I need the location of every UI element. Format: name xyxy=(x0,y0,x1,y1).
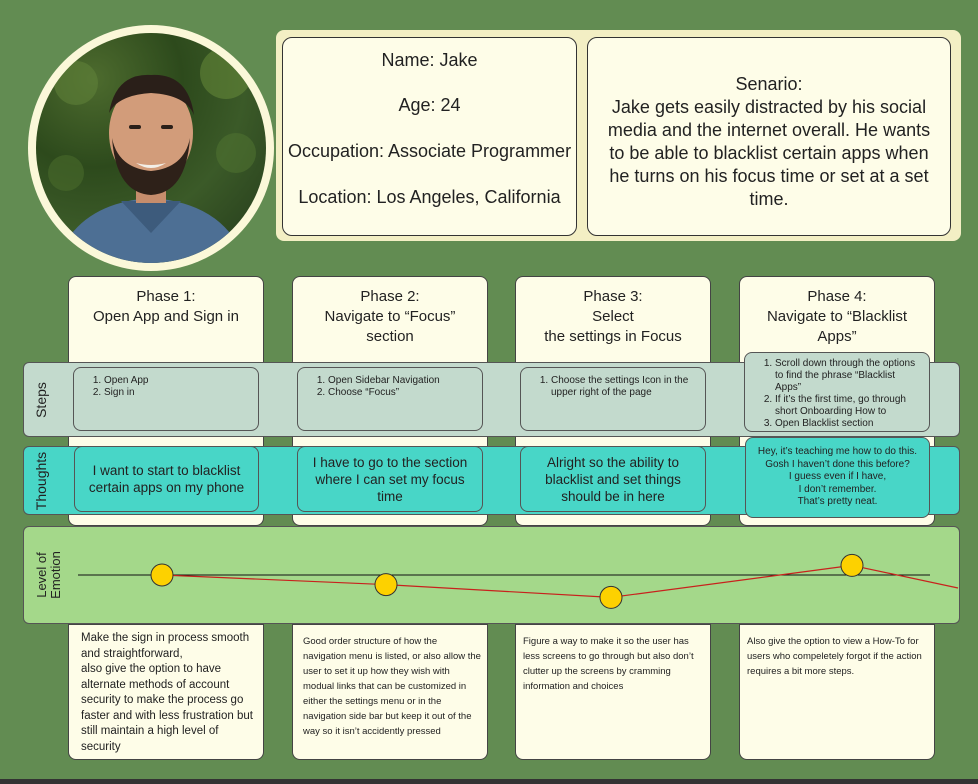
phase-2-thought: I have to go to the section where I can … xyxy=(297,446,483,512)
phase-2-steps: Open Sidebar Navigation Choose “Focus” xyxy=(297,367,483,431)
emotion-row: Level of Emotion xyxy=(23,526,960,624)
phase-3-note-text: Figure a way to make it so the user has … xyxy=(523,636,694,692)
phase-2-note-text: Good order structure of how the navigati… xyxy=(303,636,481,737)
phase-4-title: Phase 4: Navigate to “Blacklist Apps” xyxy=(766,288,908,345)
step-item: Open App xyxy=(104,375,250,387)
phase-4-steps: Scroll down through the options to find … xyxy=(744,352,930,432)
phase-4-thought: Hey, it’s teaching me how to do this. Go… xyxy=(745,437,930,518)
step-item: If it’s the first time, go through short… xyxy=(775,394,921,418)
phase-3-note: Figure a way to make it so the user has … xyxy=(515,624,711,760)
persona-photo-image xyxy=(36,33,266,263)
persona-location: Location: Los Angeles, California xyxy=(298,187,561,207)
step-item: Choose the settings Icon in the upper ri… xyxy=(551,375,697,399)
steps-row-label: Steps xyxy=(33,381,49,418)
scenario-title: Senario: xyxy=(735,74,803,94)
phase-2-title: Phase 2: Navigate to “Focus” section xyxy=(324,288,456,345)
persona-age: Age: 24 xyxy=(398,95,461,115)
phase-1-steps: Open App Sign in xyxy=(73,367,259,431)
persona-name: Name: Jake xyxy=(381,50,478,70)
scenario-text: Jake gets easily distracted by his socia… xyxy=(607,97,931,209)
step-item: Choose “Focus” xyxy=(328,387,474,399)
phase-1-thought-text: I want to start to blacklist certain app… xyxy=(88,463,245,495)
phase-3-title: Phase 3: Select the settings in Focus xyxy=(544,288,682,345)
phase-1-note-text: Make the sign in process smooth and stra… xyxy=(81,632,253,753)
thoughts-row-label: Thoughts xyxy=(33,451,49,510)
phase-4-note-text: Also give the option to view a How-To fo… xyxy=(747,636,922,677)
persona-occupation: Occupation: Associate Programmer xyxy=(287,141,572,161)
phase-2-thought-text: I have to go to the section where I can … xyxy=(312,454,468,504)
phase-2-note: Good order structure of how the navigati… xyxy=(292,624,488,760)
persona-profile-card: Name: Jake Age: 24 Occupation: Associate… xyxy=(282,37,577,236)
phase-4-note: Also give the option to view a How-To fo… xyxy=(739,624,935,760)
phase-3-thought-text: Alright so the ability to blacklist and … xyxy=(545,454,681,504)
phase-1-thought: I want to start to blacklist certain app… xyxy=(74,446,259,512)
thoughts-row-label-wrap: Thoughts xyxy=(24,447,58,514)
phase-3-thought: Alright so the ability to blacklist and … xyxy=(520,446,706,512)
phase-3-steps: Choose the settings Icon in the upper ri… xyxy=(520,367,706,431)
step-item: Scroll down through the options to find … xyxy=(775,358,921,394)
phase-1-note: Make the sign in process smooth and stra… xyxy=(68,624,264,760)
step-item: Open Blacklist section xyxy=(775,418,921,430)
persona-info-panel: Name: Jake Age: 24 Occupation: Associate… xyxy=(276,30,961,241)
phase-4-thought-text: Hey, it’s teaching me how to do this. Go… xyxy=(757,446,918,508)
persona-photo xyxy=(28,25,274,271)
steps-row-label-wrap: Steps xyxy=(24,363,58,436)
bottom-border xyxy=(0,779,978,784)
scenario-card: Senario: Jake gets easily distracted by … xyxy=(587,37,951,236)
emotion-row-label: Level of Emotion xyxy=(33,551,63,599)
person-illustration xyxy=(48,47,256,263)
step-item: Sign in xyxy=(104,387,250,399)
emotion-row-label-wrap: Level of Emotion xyxy=(24,527,74,623)
phase-1-title: Phase 1: Open App and Sign in xyxy=(93,288,239,325)
step-item: Open Sidebar Navigation xyxy=(328,375,474,387)
